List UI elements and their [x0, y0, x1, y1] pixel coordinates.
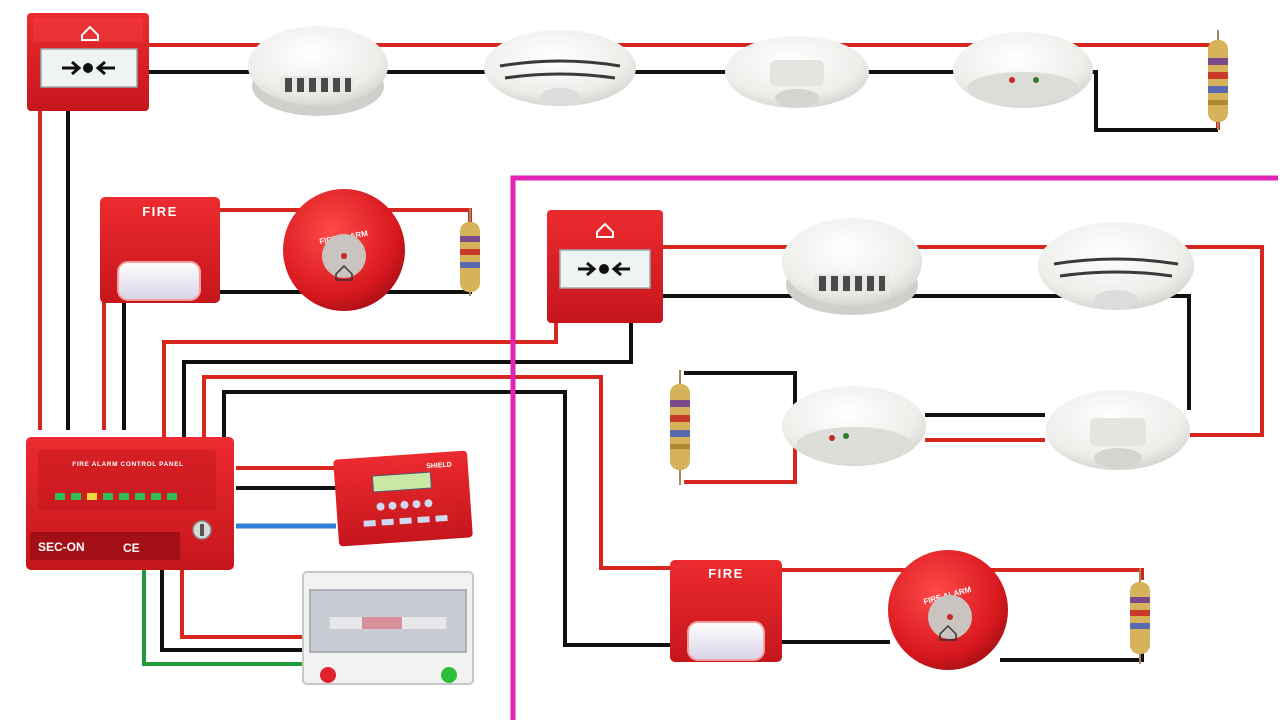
wiring	[38, 43, 1264, 666]
wire-zone2-return	[684, 438, 1045, 484]
wire-sounder2-positive	[202, 375, 1144, 580]
mains-distribution-box[interactable]	[302, 571, 474, 685]
arrows-to-dot-icon	[62, 60, 115, 76]
heat-detector-1[interactable]	[484, 30, 636, 106]
fire-bell-1[interactable]: FIRE ALARM	[283, 189, 405, 311]
panel-ce-mark: CE	[123, 541, 140, 555]
optical-detector-2[interactable]	[782, 386, 926, 466]
repeater-panel[interactable]: SHIELD	[333, 450, 473, 547]
arrows-to-dot-icon	[578, 261, 630, 277]
wire-mains-earth	[142, 570, 304, 666]
smoke-detector-1[interactable]	[248, 26, 388, 116]
smoke-detector-2[interactable]	[725, 36, 869, 108]
smoke-detector-4[interactable]	[1046, 390, 1190, 470]
manual-call-point-2[interactable]	[547, 210, 663, 323]
heat-detector-2[interactable]	[1038, 222, 1194, 310]
sounder-label-2: FIRE	[708, 566, 744, 581]
manual-call-point-1[interactable]	[27, 13, 149, 111]
sounder-label-1: FIRE	[142, 204, 178, 219]
wire-mains-neutral	[160, 570, 304, 652]
power-on-indicator	[441, 667, 457, 683]
zone-divider-line	[510, 175, 1278, 720]
zone-indicator-leds	[55, 493, 177, 500]
wire-zone2-positive	[162, 245, 1264, 438]
power-off-indicator	[320, 667, 336, 683]
panel-title: FIRE ALARM CONTROL PANEL	[72, 461, 183, 468]
fire-bell-2[interactable]: FIRE ALARM	[888, 550, 1008, 670]
key-switch-icon[interactable]	[192, 520, 212, 540]
house-fire-icon	[335, 264, 353, 281]
repeater-brand: SHIELD	[426, 462, 452, 471]
house-fire-icon	[81, 25, 99, 41]
panel-brand: SEC-ON	[38, 540, 85, 554]
house-fire-icon	[939, 624, 957, 641]
house-fire-icon	[596, 222, 614, 238]
end-of-line-resistor-icon	[1208, 30, 1228, 130]
optical-detector-1[interactable]	[953, 32, 1093, 108]
end-of-line-resistor-icon	[670, 370, 690, 485]
smoke-detector-3[interactable]	[782, 218, 922, 315]
fire-sounder-1[interactable]: FIRE	[100, 197, 220, 303]
end-of-line-resistor-icon	[1130, 568, 1150, 664]
fire-alarm-control-panel[interactable]: FIRE ALARM CONTROL PANEL SEC-ON CE	[26, 437, 234, 570]
end-of-line-resistor-icon	[460, 208, 480, 296]
wire-zone2-return-neg	[684, 371, 797, 420]
wire-mains-live	[180, 570, 304, 639]
fire-sounder-2[interactable]: FIRE	[670, 560, 782, 662]
